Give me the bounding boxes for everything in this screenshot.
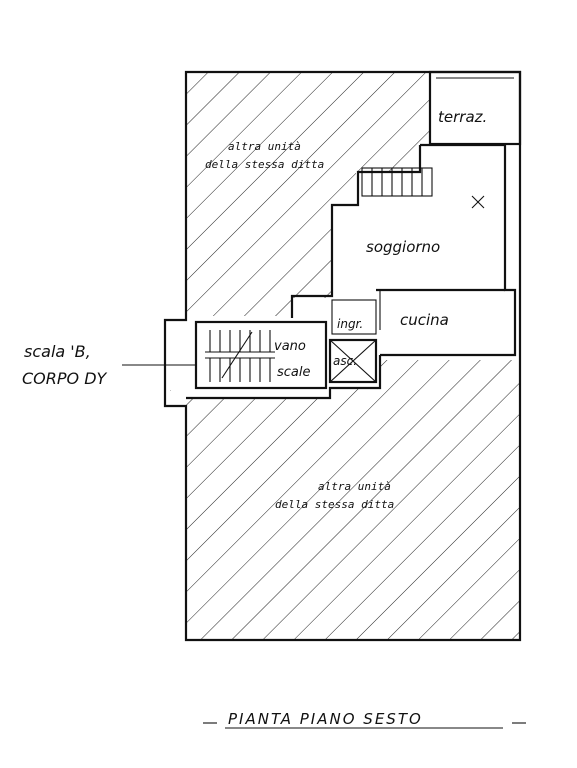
kitchen-label: cucina bbox=[400, 311, 449, 329]
other-unit-bottom-hatch bbox=[170, 360, 520, 640]
living-room-label: soggiorno bbox=[366, 238, 440, 256]
stair-callout-label-2: CORPO DY bbox=[22, 369, 108, 388]
stair-well-label-2: scale bbox=[277, 365, 311, 380]
other-unit-top-hatch bbox=[186, 72, 430, 316]
other-unit-top-label-1: altra unità bbox=[228, 140, 301, 153]
plan-title: PIANTA PIANO SESTO bbox=[228, 710, 423, 728]
elevator-label: asc. bbox=[333, 354, 357, 368]
building-outline bbox=[163, 70, 522, 642]
other-unit-bottom-label-2: della stessa ditta bbox=[275, 498, 394, 511]
x-mark bbox=[471, 195, 485, 209]
entrance-room bbox=[331, 299, 377, 335]
entrance-label: ingr. bbox=[337, 317, 363, 331]
terrace-label: terraz. bbox=[438, 108, 487, 126]
other-unit-bottom-label-1: altra unità bbox=[318, 480, 391, 493]
apartment-walls bbox=[186, 143, 517, 400]
other-unit-top-label-2: della stessa ditta bbox=[205, 158, 324, 171]
elevator-shaft bbox=[328, 338, 378, 384]
main-stair bbox=[194, 320, 328, 390]
small-stair bbox=[361, 167, 433, 197]
stair-callout-label-1: scala 'B, bbox=[24, 342, 91, 361]
stair-well-label-1: vano bbox=[274, 339, 306, 354]
